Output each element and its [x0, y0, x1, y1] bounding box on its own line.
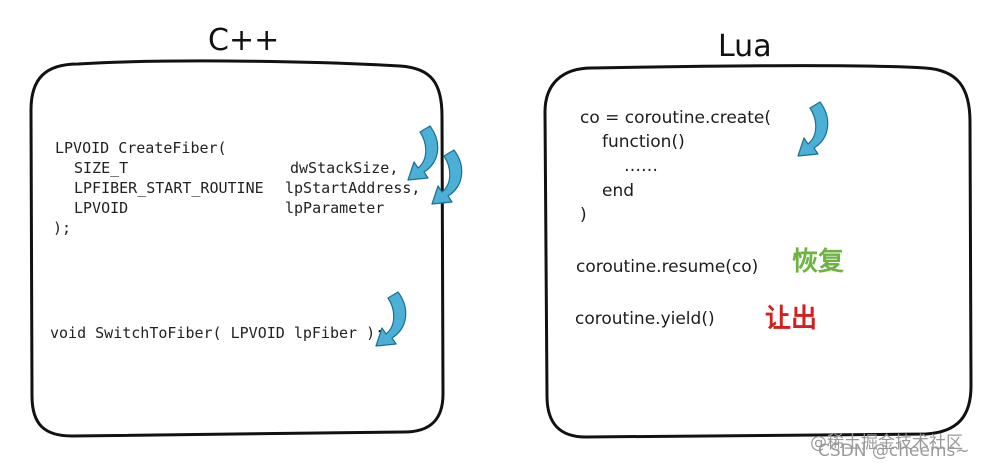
curved-down-arrow-icon: [407, 125, 439, 181]
create-fiber-close: );: [53, 219, 72, 237]
lua-create-line: ……: [624, 156, 658, 176]
watermark-juejin: @稀土掘金技术社区: [810, 433, 963, 453]
lua-resume-call: coroutine.resume(co): [576, 257, 759, 277]
param-name: lpStartAddress,: [285, 179, 421, 197]
cpp-panel-title: C++: [208, 23, 280, 58]
param-type: LPVOID: [74, 199, 129, 217]
lua-create-line: ): [580, 205, 587, 225]
lua-create-line: function(): [602, 132, 685, 152]
lua-panel-title: Lua: [718, 29, 772, 64]
curved-down-arrow-icon: [797, 101, 829, 157]
lua-yield-call: coroutine.yield(): [575, 309, 715, 329]
create-fiber-signature: LPVOID CreateFiber(: [55, 139, 227, 157]
curved-down-arrow-icon: [375, 291, 407, 347]
param-type: SIZE_T: [74, 159, 129, 177]
lua-create-line: co = coroutine.create(: [580, 108, 771, 128]
param-type: LPFIBER_START_ROUTINE: [74, 179, 264, 197]
cpp-panel-frame: [29, 59, 445, 438]
watermark-csdn: CSDN @cheems~: [818, 441, 970, 461]
lua-create-line: end: [602, 181, 635, 201]
resume-annotation: 恢复: [792, 247, 845, 277]
param-name: dwStackSize,: [290, 159, 399, 177]
yield-annotation: 让出: [765, 304, 818, 334]
param-name: lpParameter: [285, 199, 385, 217]
switch-to-fiber-call: void SwitchToFiber( LPVOID lpFiber );: [50, 324, 385, 342]
lua-panel-frame: [543, 64, 973, 439]
